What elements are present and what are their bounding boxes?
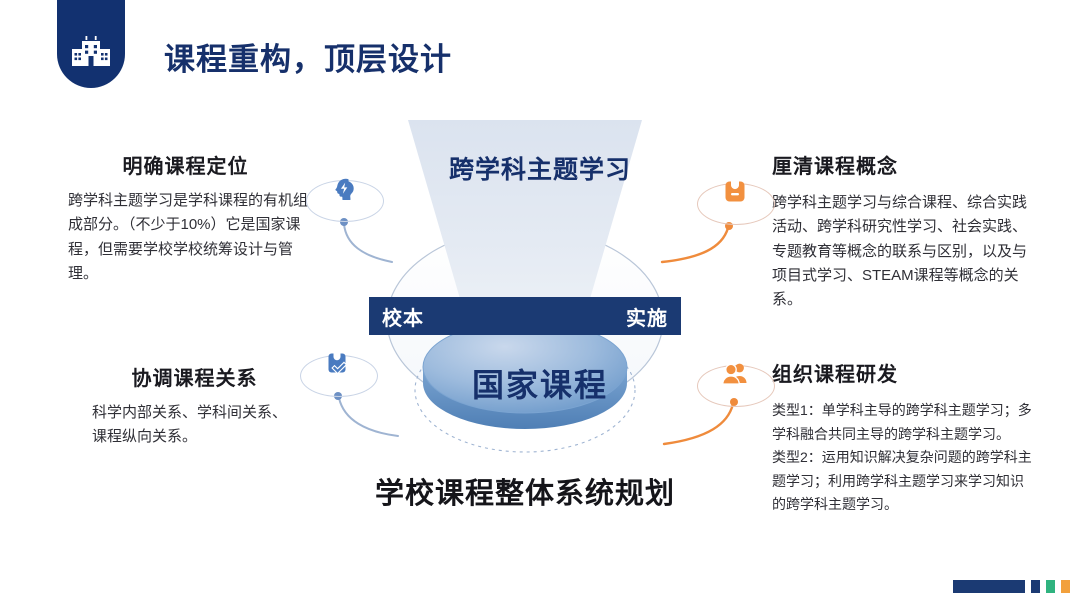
block-heading: 厘清课程概念 bbox=[772, 156, 898, 178]
school-building-icon bbox=[69, 34, 113, 68]
school-implementation-band: 校本 实施 bbox=[369, 297, 681, 335]
connector-top-left bbox=[343, 223, 393, 263]
node-clipboard-check[interactable] bbox=[300, 345, 378, 397]
block-heading: 协调课程关系 bbox=[131, 368, 258, 390]
block-bottom-right: 组织课程研发 类型1：单学科主导的跨学科主题学习；多学科融合共同主导的跨学科主题… bbox=[772, 358, 1034, 517]
block-body-text: 跨学科主题学习是学科课程的有机组成部分。（不少于10%）它是国家课程，但需要学校… bbox=[68, 192, 309, 282]
block-body-text: 科学内部关系、学科间关系、课程纵向关系。 bbox=[92, 404, 288, 446]
connector-bottom-right bbox=[662, 402, 735, 446]
diagram-caption: 学校课程整体系统规划 bbox=[374, 478, 675, 510]
connector-top-right bbox=[660, 226, 730, 264]
block-body: 跨学科主题学习与综合课程、综合实践活动、跨学科研究性学习、社会实践、专题教育等概… bbox=[772, 191, 1030, 312]
footer-square-orange bbox=[1061, 580, 1070, 593]
band-label-right: 实施 bbox=[626, 307, 668, 330]
clipboard-icon bbox=[722, 179, 748, 210]
users-icon bbox=[721, 361, 749, 392]
block-heading: 组织课程研发 bbox=[772, 364, 898, 386]
block-body-line-1: 类型1：单学科主导的跨学科主题学习；多学科融合共同主导的跨学科主题学习。 bbox=[772, 402, 1032, 442]
footer-bar-navy bbox=[953, 580, 1025, 593]
block-body-text: 跨学科主题学习与综合课程、综合实践活动、跨学科研究性学习、社会实践、专题教育等概… bbox=[772, 194, 1028, 309]
block-top-left: 明确课程定位 跨学科主题学习是学科课程的有机组成部分。（不少于10%）它是国家课… bbox=[68, 150, 313, 286]
node-brain-idea[interactable] bbox=[306, 170, 384, 222]
node-users[interactable] bbox=[697, 355, 775, 407]
connector-bottom-left bbox=[338, 397, 399, 437]
brain-idea-icon bbox=[331, 176, 357, 207]
footer-square-green bbox=[1046, 580, 1055, 593]
funnel-label: 跨学科主题学习 bbox=[448, 157, 631, 184]
core-label: 国家课程 bbox=[471, 367, 608, 403]
footer-square-navy bbox=[1031, 580, 1040, 593]
band-label-left: 校本 bbox=[382, 307, 424, 330]
school-logo-badge bbox=[57, 0, 125, 88]
block-body: 科学内部关系、学科间关系、课程纵向关系。 bbox=[92, 401, 297, 450]
block-body-line-2: 类型2：运用知识解决复杂问题的跨学科主题学习；利用跨学科主题学习来学习知识的跨学… bbox=[772, 449, 1032, 513]
page-title: 课程重构，顶层设计 bbox=[164, 42, 452, 77]
block-body: 跨学科主题学习是学科课程的有机组成部分。（不少于10%）它是国家课程，但需要学校… bbox=[68, 189, 313, 286]
clipboard-check-icon bbox=[325, 351, 351, 382]
block-bottom-left: 协调课程关系 科学内部关系、学科间关系、课程纵向关系。 bbox=[92, 362, 297, 450]
block-top-right: 厘清课程概念 跨学科主题学习与综合课程、综合实践活动、跨学科研究性学习、社会实践… bbox=[772, 150, 1030, 312]
block-body: 类型1：单学科主导的跨学科主题学习；多学科融合共同主导的跨学科主题学习。 类型2… bbox=[772, 399, 1034, 517]
footer-marks bbox=[953, 580, 1070, 593]
block-heading: 明确课程定位 bbox=[122, 156, 249, 178]
node-clipboard[interactable] bbox=[697, 173, 775, 225]
